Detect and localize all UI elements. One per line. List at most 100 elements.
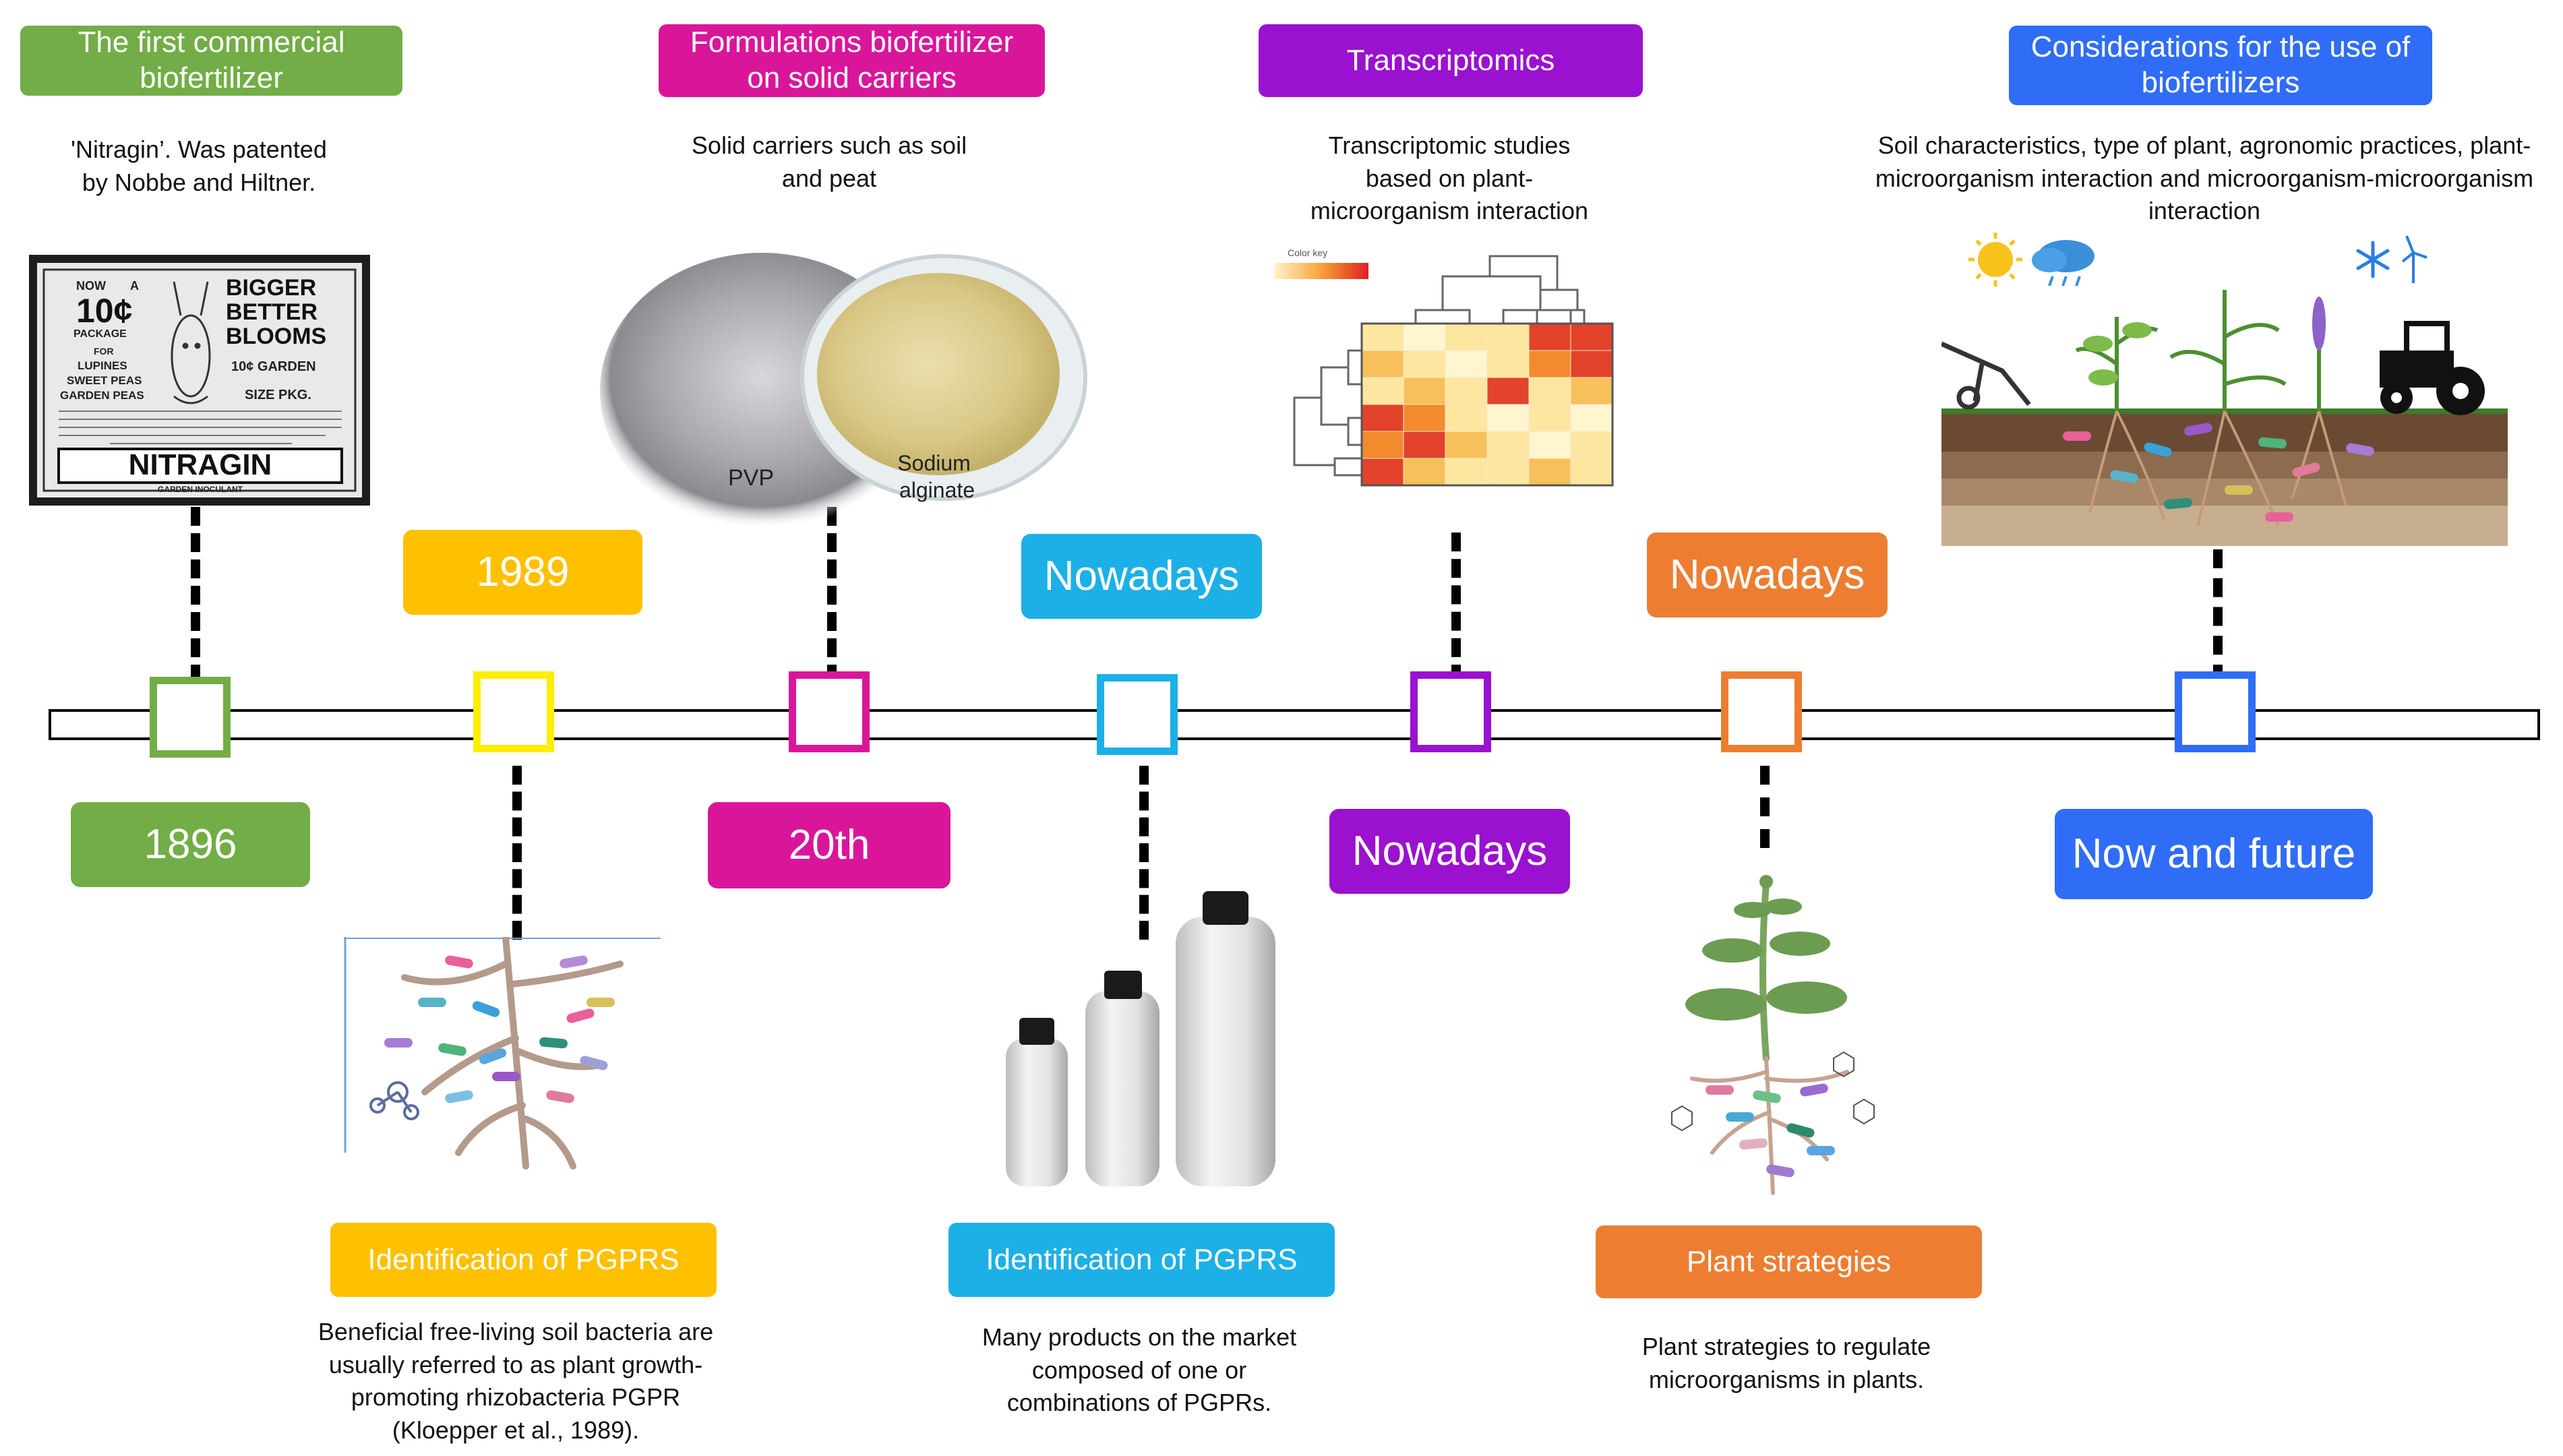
wind-turbine-icon xyxy=(2401,235,2428,283)
heatmap-cell xyxy=(1570,323,1613,351)
date-nowadays-1: Nowadays xyxy=(1021,534,1262,619)
desc-plant-strategies: Plant strategies to regulate microorgani… xyxy=(1641,1333,1931,1393)
heatmap-cell xyxy=(1361,431,1404,459)
sun-icon xyxy=(1968,233,2022,286)
nitragin-ad-image: NOW A 10¢ PACKAGE FOR LUPINES SWEET PEAS… xyxy=(29,255,370,506)
node-nowadays-1 xyxy=(1097,674,1178,755)
heatmap-cell xyxy=(1528,323,1571,351)
heatmap-cell xyxy=(1403,377,1446,405)
pvp-label: PVP xyxy=(728,465,774,491)
bacterium-icon xyxy=(1706,1085,1734,1095)
ad-garden-peas-text: GARDEN PEAS xyxy=(60,389,144,402)
bacterium-icon xyxy=(566,1008,595,1023)
bacterium-icon xyxy=(2144,442,2172,457)
heatmap-cell xyxy=(1445,404,1488,432)
desc-identification-pgprs-1: Beneficial free-living soil bacteria are… xyxy=(318,1318,714,1444)
ad-now-text: NOW xyxy=(76,279,106,293)
heatmap-cell xyxy=(1403,323,1446,351)
color-key-label: Color key xyxy=(1288,247,1327,258)
rain-cloud-icon xyxy=(2032,240,2094,286)
title-plant-strategies: Plant strategies xyxy=(1596,1225,1982,1298)
date-20th: 20th xyxy=(708,802,951,888)
connector-nowadays-1 xyxy=(1139,766,1149,940)
title-identification-pgprs-1: Identification of PGPRS xyxy=(330,1223,717,1297)
color-key-bar xyxy=(1274,263,1368,279)
connector-20th xyxy=(827,507,837,684)
desc-identification-pgprs-2: Many products on the market composed of … xyxy=(982,1323,1297,1417)
bacterium-icon xyxy=(384,1038,413,1048)
ad-price-text: 10¢ xyxy=(76,292,132,330)
ad-garden-text: 10¢ GARDEN xyxy=(231,359,316,374)
ad-a-text: A xyxy=(130,279,139,293)
heatmap-cell xyxy=(1570,431,1613,459)
heatmap-cell xyxy=(1486,350,1530,378)
node-1989 xyxy=(473,671,554,752)
title-formulations: Formulations biofertilizer on solid carr… xyxy=(659,24,1045,97)
ad-blooms-text: BLOOMS xyxy=(226,324,326,349)
bacterium-icon xyxy=(1800,1083,1828,1097)
bacterium-icon xyxy=(2164,497,2192,510)
left-dendrogram xyxy=(1293,349,1362,477)
desc-transcriptomics: Transcriptomic studies based on plant-mi… xyxy=(1310,131,1589,225)
tractor-icon xyxy=(2380,321,2485,415)
ad-brand-text: NITRAGIN xyxy=(129,448,272,481)
title-identification-pgprs-2: Identification of PGPRS xyxy=(948,1223,1335,1297)
bacterium-icon xyxy=(586,998,615,1007)
ad-for-text: FOR xyxy=(94,346,114,357)
snowflake-icon xyxy=(2356,241,2390,278)
connector-1896 xyxy=(191,507,200,684)
heatmap-cells xyxy=(1360,322,1614,487)
heatmap-cell xyxy=(1570,377,1613,405)
plow-icon xyxy=(1940,341,2031,410)
desc-first-commercial: 'Nitragin’. Was patented by Nobbe and Hi… xyxy=(71,135,327,196)
date-1989: 1989 xyxy=(403,530,642,615)
heatmap-cell xyxy=(1361,350,1404,378)
product-bottles-image xyxy=(991,876,1288,1200)
bacterium-icon xyxy=(560,955,588,969)
bacterium-icon xyxy=(418,998,446,1007)
heatmap-cell xyxy=(1570,350,1613,378)
date-nowadays-3: Nowadays xyxy=(1647,533,1888,617)
ad-lupines-text: LUPINES xyxy=(78,359,127,372)
date-nowadays-2: Nowadays xyxy=(1329,809,1570,894)
heatmap-cell xyxy=(1570,404,1613,432)
bacterium-icon xyxy=(2292,462,2320,477)
bottle-medium-icon xyxy=(1085,971,1159,1186)
bacterium-icon xyxy=(1726,1112,1754,1122)
bacterium-icon xyxy=(492,1072,520,1081)
heatmap-cell xyxy=(1486,458,1530,486)
connector-nowadays-3 xyxy=(1760,766,1770,848)
heatmap-cell xyxy=(1570,458,1613,486)
bacterium-icon xyxy=(2225,485,2253,495)
heatmap-cell xyxy=(1445,377,1488,405)
bacterium-icon xyxy=(2184,423,2212,436)
heatmap-cell xyxy=(1486,377,1530,405)
carriers-image: PVP Sodium alginate xyxy=(593,243,1092,529)
heatmap-cell xyxy=(1528,377,1571,405)
bacterium-icon xyxy=(546,1090,574,1103)
agriculture-scene-image xyxy=(1940,229,2508,553)
heatmap-cell xyxy=(1361,377,1404,405)
title-first-commercial: The first commercial biofertilizer xyxy=(20,26,402,96)
bacterium-icon xyxy=(445,955,473,969)
ad-size-text: SIZE PKG. xyxy=(245,388,311,402)
connector-nowadays-2 xyxy=(1451,533,1461,684)
top-dendrogram xyxy=(1414,255,1586,324)
connector-1989 xyxy=(512,766,522,940)
title-considerations: Considerations for the use of biofertili… xyxy=(2009,26,2432,105)
heatmap-cell xyxy=(1486,323,1530,351)
timeline-bar xyxy=(49,709,2540,740)
bacterium-icon xyxy=(2110,470,2138,483)
date-now-future: Now and future xyxy=(2055,809,2373,899)
heatmap-cell xyxy=(1486,404,1530,432)
ad-better-text: BETTER xyxy=(226,299,318,325)
heatmap-border xyxy=(1360,322,1614,487)
heatmap-cell xyxy=(1486,431,1530,459)
heatmap-cell xyxy=(1445,323,1488,351)
heatmap-cell xyxy=(1403,404,1446,432)
heatmap-cell xyxy=(1528,404,1571,432)
bacterium-icon xyxy=(580,1056,608,1070)
bacterium-icon xyxy=(1807,1146,1835,1155)
heatmap-cell xyxy=(1361,404,1404,432)
bacterium-icon xyxy=(472,1001,500,1017)
